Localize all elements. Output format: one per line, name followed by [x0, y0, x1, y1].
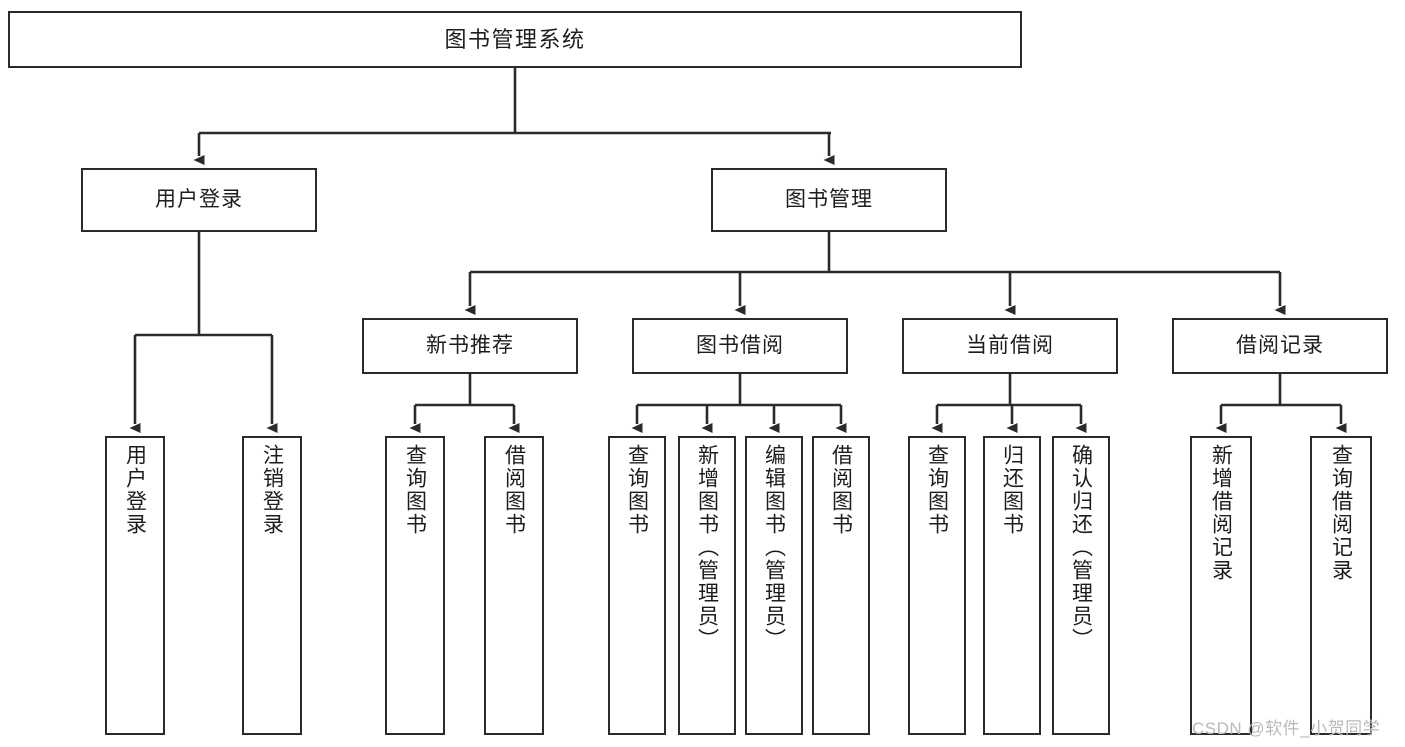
leaf-confirm-return-admin[interactable]: 确认归还（管理员）: [1052, 436, 1110, 735]
connectors-borrow-record-children: [1215, 374, 1347, 433]
node-book-manage[interactable]: 图书管理: [711, 168, 947, 232]
leaf-add-book-admin-label: 新增图书（管理员）: [695, 444, 719, 651]
leaf-borrow-book-borrow-label: 借阅图书: [829, 444, 853, 536]
leaf-add-borrow-record-label: 新增借阅记录: [1209, 444, 1233, 582]
leaf-user-login-label: 用户登录: [123, 444, 147, 536]
node-current-borrow[interactable]: 当前借阅: [902, 318, 1118, 374]
leaf-query-book-borrow-label: 查询图书: [625, 444, 649, 536]
leaf-user-login[interactable]: 用户登录: [105, 436, 165, 735]
connectors-new-book-rec-children: [409, 374, 520, 433]
leaf-logout-login[interactable]: 注销登录: [242, 436, 302, 735]
connectors-level2-3: [464, 232, 1286, 315]
leaf-query-book-recommend-label: 查询图书: [403, 444, 427, 536]
leaf-logout-login-label: 注销登录: [260, 444, 284, 536]
leaf-query-borrow-record-label: 查询借阅记录: [1329, 444, 1353, 582]
node-root[interactable]: 图书管理系统: [8, 11, 1022, 68]
leaf-add-borrow-record[interactable]: 新增借阅记录: [1190, 436, 1252, 735]
connectors-level1-2: [193, 68, 835, 165]
leaf-query-book-current-label: 查询图书: [925, 444, 949, 536]
connectors-user-login-children: [129, 232, 278, 433]
node-current-borrow-label: 当前借阅: [966, 333, 1054, 357]
leaf-borrow-book-borrow[interactable]: 借阅图书: [812, 436, 870, 735]
leaf-return-book-label: 归还图书: [1000, 444, 1024, 536]
leaf-edit-book-admin[interactable]: 编辑图书（管理员）: [745, 436, 803, 735]
leaf-query-book-recommend[interactable]: 查询图书: [385, 436, 445, 735]
node-book-borrow[interactable]: 图书借阅: [632, 318, 848, 374]
node-book-manage-label: 图书管理: [785, 187, 873, 211]
node-new-book-recommend[interactable]: 新书推荐: [362, 318, 578, 374]
leaf-return-book[interactable]: 归还图书: [983, 436, 1041, 735]
connectors-book-borrow-children: [631, 374, 847, 433]
node-book-borrow-label: 图书借阅: [696, 333, 784, 357]
node-user-login-label: 用户登录: [155, 187, 243, 211]
leaf-query-book-current[interactable]: 查询图书: [908, 436, 966, 735]
leaf-query-borrow-record[interactable]: 查询借阅记录: [1310, 436, 1372, 735]
leaf-edit-book-admin-label: 编辑图书（管理员）: [762, 444, 786, 651]
node-root-label: 图书管理系统: [444, 26, 586, 52]
node-new-book-recommend-label: 新书推荐: [426, 333, 514, 357]
leaf-confirm-return-admin-label: 确认归还（管理员）: [1069, 444, 1093, 651]
node-user-login[interactable]: 用户登录: [81, 168, 317, 232]
node-borrow-record-label: 借阅记录: [1236, 333, 1324, 357]
node-borrow-record[interactable]: 借阅记录: [1172, 318, 1388, 374]
leaf-borrow-book-recommend-label: 借阅图书: [502, 444, 526, 536]
csdn-watermark: CSDN @软件_小贺同学: [1192, 719, 1381, 738]
leaf-add-book-admin[interactable]: 新增图书（管理员）: [678, 436, 736, 735]
leaf-borrow-book-recommend[interactable]: 借阅图书: [484, 436, 544, 735]
leaf-query-book-borrow[interactable]: 查询图书: [608, 436, 666, 735]
connectors-current-borrow-children: [931, 374, 1087, 433]
